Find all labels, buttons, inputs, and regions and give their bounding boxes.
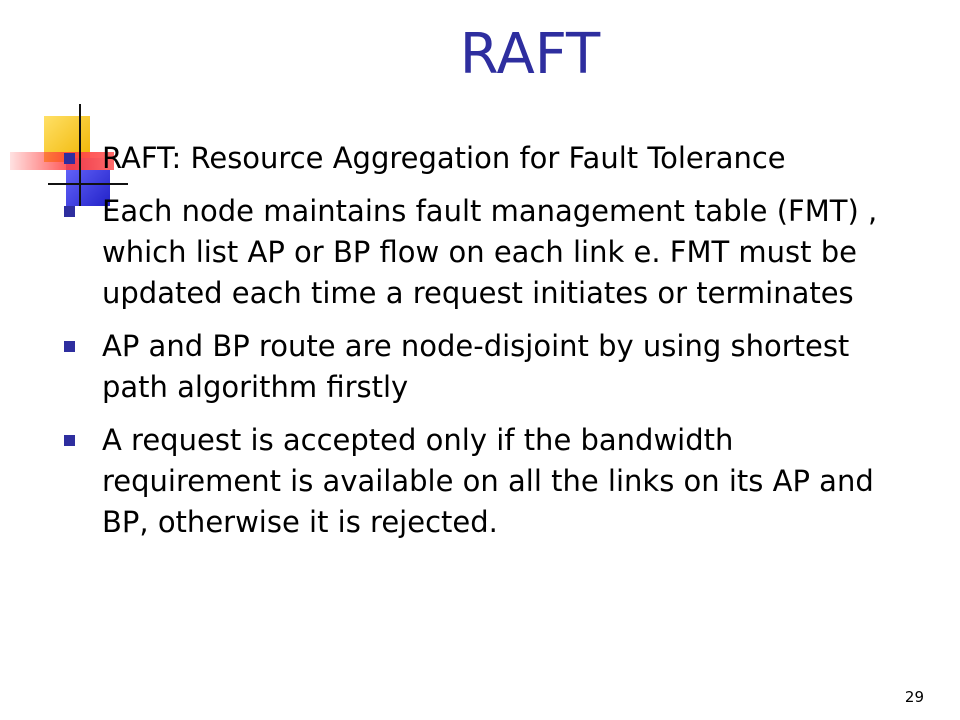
bullet-square-icon xyxy=(64,153,75,164)
decorative-ornament xyxy=(10,104,128,206)
bullet-item: AP and BP route are node-disjoint by usi… xyxy=(64,326,914,408)
bullet-square-icon xyxy=(64,341,75,352)
page-number: 29 xyxy=(904,688,924,706)
bullet-item: A request is accepted only if the bandwi… xyxy=(64,420,914,543)
bullet-text: RAFT: Resource Aggregation for Fault Tol… xyxy=(102,141,786,175)
bullet-item: Each node maintains fault management tab… xyxy=(64,191,914,314)
slide-title: RAFT xyxy=(459,22,601,87)
bullet-item: RAFT: Resource Aggregation for Fault Tol… xyxy=(64,138,914,179)
ornament-red-bar xyxy=(10,152,114,170)
bullet-text: A request is accepted only if the bandwi… xyxy=(102,423,874,539)
bullet-square-icon xyxy=(64,435,75,446)
bullet-text: Each node maintains fault management tab… xyxy=(102,194,878,310)
bullet-list: RAFT: Resource Aggregation for Fault Tol… xyxy=(64,138,914,555)
bullet-text: AP and BP route are node-disjoint by usi… xyxy=(102,329,850,404)
bullet-square-icon xyxy=(64,206,75,217)
